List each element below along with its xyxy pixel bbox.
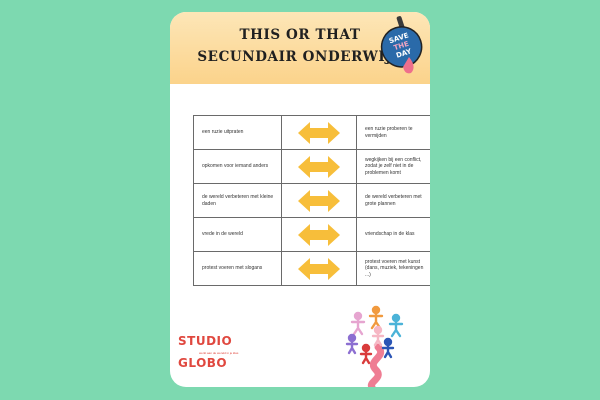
worksheet-card: THIS OR THAT SECUNDAIR ONDERWIJS SAVE TH… (170, 12, 430, 387)
arrow-cell (281, 115, 357, 150)
option-right: vriendschap in de klas (356, 217, 430, 252)
logo-line-2: GLOBO (178, 356, 228, 370)
option-right: een ruzie proberen te vermijden (356, 115, 430, 150)
arrow-cell (281, 251, 357, 286)
double-arrow-icon (298, 121, 340, 144)
option-left: de wereld verbeteren met kleine daden (193, 183, 282, 218)
sticker-icon: SAVE THE DAY (380, 16, 423, 74)
title-line-2: SECUNDAIR ONDERWIJS (197, 49, 403, 65)
double-arrow-icon (298, 155, 340, 178)
logo-line-1: STUDIO (178, 334, 233, 348)
double-arrow-icon (298, 189, 340, 212)
option-left: opkomen voor iemand anders (193, 149, 282, 184)
arrow-cell (281, 149, 357, 184)
table-row: vrede in de wereld vriendschap in de kla… (193, 217, 430, 252)
table-row: opkomen voor iemand anders wegkijken bij… (193, 149, 430, 184)
table-row: protest voeren met slogans protest voere… (193, 251, 430, 286)
page-title: THIS OR THAT SECUNDAIR ONDERWIJS (170, 24, 430, 68)
option-right: wegkijken bij een conflict, zodat je zel… (356, 149, 430, 184)
table-row: een ruzie uitpraten een ruzie proberen t… (193, 115, 430, 150)
arrow-cell (281, 217, 357, 252)
double-arrow-icon (298, 223, 340, 246)
arrow-cell (281, 183, 357, 218)
option-left: protest voeren met slogans (193, 251, 282, 286)
card-header: THIS OR THAT SECUNDAIR ONDERWIJS SAVE TH… (170, 12, 430, 84)
option-left: vrede in de wereld (193, 217, 282, 252)
people-figures-illustration (345, 305, 404, 387)
option-right: de wereld verbeteren met grote plannen (356, 183, 430, 218)
this-or-that-table: een ruzie uitpraten een ruzie proberen t… (193, 115, 430, 286)
option-right: protest voeren met kunst (dans, muziek, … (356, 251, 430, 286)
double-arrow-icon (298, 257, 340, 280)
logo-tagline: werkt aan de wereld in je klas (199, 351, 239, 355)
table-row: de wereld verbeteren met kleine daden de… (193, 183, 430, 218)
title-line-1: THIS OR THAT (239, 27, 361, 43)
option-left: een ruzie uitpraten (193, 115, 282, 150)
studio-globo-logo: STUDIO werkt aan de wereld in je klas GL… (178, 334, 248, 384)
